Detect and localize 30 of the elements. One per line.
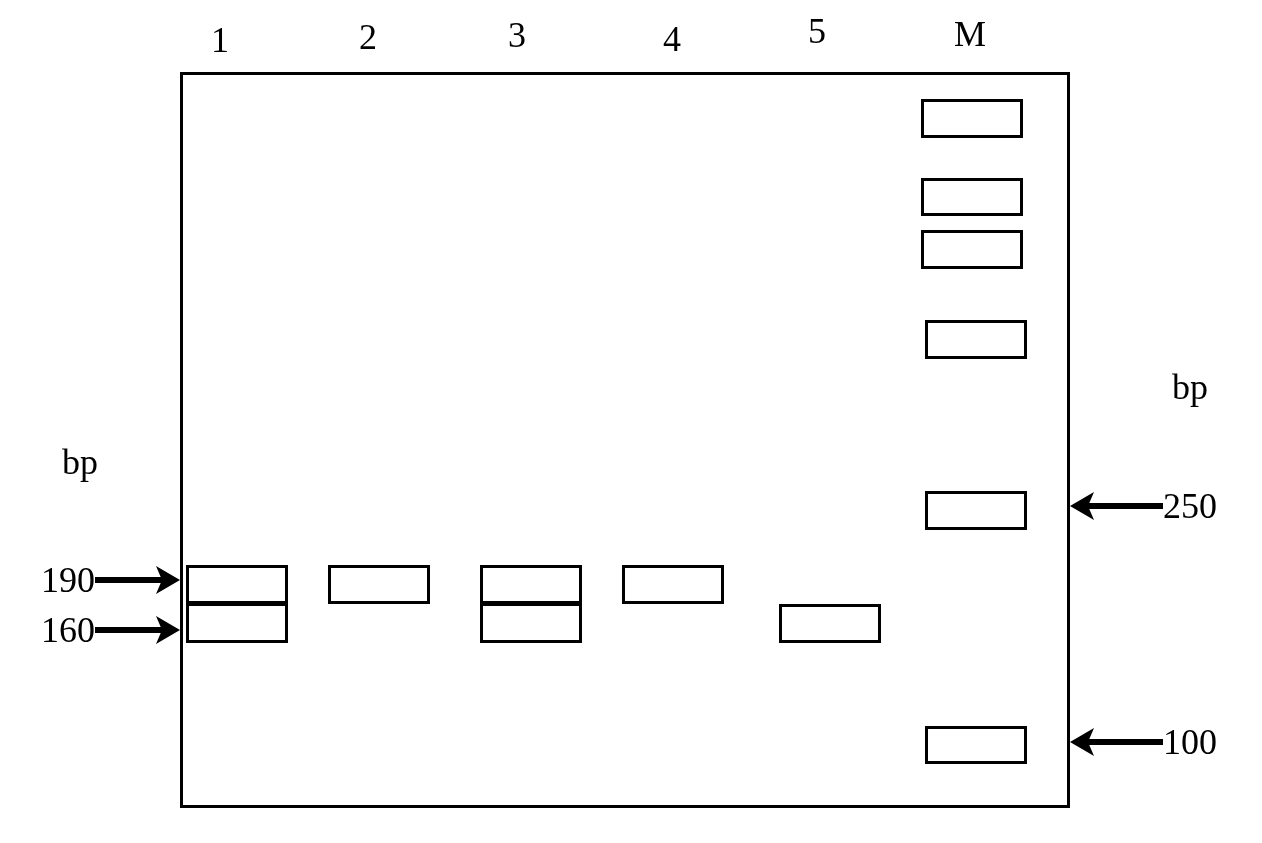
gel-band [622, 565, 724, 604]
gel-band [925, 491, 1027, 530]
gel-band [186, 603, 288, 643]
gel-band [925, 320, 1027, 359]
lane-label: 4 [663, 21, 681, 57]
size-label: 250 [1163, 488, 1217, 524]
gel-band [921, 178, 1023, 216]
lane-label: 2 [359, 19, 377, 55]
gel-band [921, 99, 1023, 138]
unit-label: bp [62, 444, 98, 480]
lane-label: M [954, 16, 986, 52]
arrow [95, 616, 180, 644]
gel-band [480, 565, 582, 604]
gel-band [921, 230, 1023, 269]
gel-band [186, 565, 288, 604]
size-label: 100 [1163, 724, 1217, 760]
gel-band [925, 726, 1027, 764]
size-label: 190 [41, 562, 95, 598]
gel-band [779, 604, 881, 643]
lane-label: 3 [508, 17, 526, 53]
size-label: 160 [41, 612, 95, 648]
arrow [95, 566, 180, 594]
gel-band [480, 603, 582, 643]
arrow [1070, 728, 1163, 756]
gel-frame [180, 72, 1070, 808]
lane-label: 1 [211, 22, 229, 58]
arrow [1070, 492, 1163, 520]
unit-label: bp [1172, 369, 1208, 405]
lane-label: 5 [808, 13, 826, 49]
gel-band [328, 565, 430, 604]
